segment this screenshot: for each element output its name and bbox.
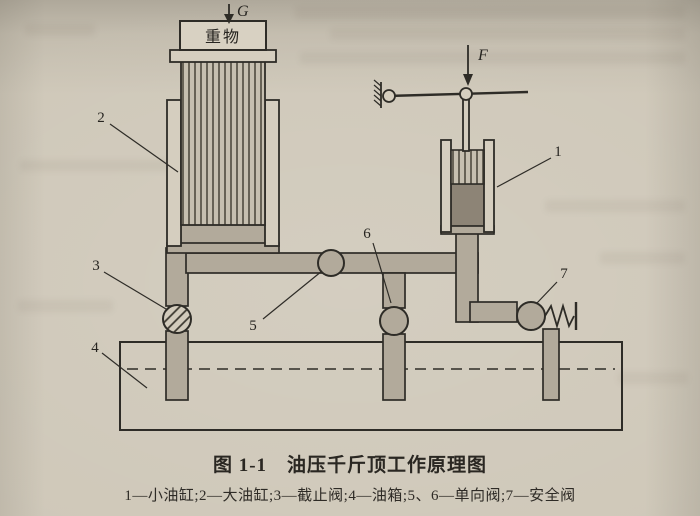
force-g-label: G bbox=[237, 3, 249, 20]
oil-tank bbox=[119, 341, 623, 431]
pivot-support-hatch bbox=[373, 79, 382, 107]
f-arrow-head bbox=[463, 74, 473, 86]
part-label-oil-tank: 4 bbox=[91, 340, 99, 356]
oil-tank-body bbox=[119, 341, 623, 431]
pipes bbox=[165, 231, 560, 401]
check-valve-6 bbox=[379, 306, 409, 336]
pipe-junction-down bbox=[382, 272, 406, 309]
g-arrow-head bbox=[224, 14, 234, 24]
weight-block-label: 重物 bbox=[205, 28, 241, 46]
part-label-large-cylinder: 2 bbox=[97, 110, 105, 126]
part-label-safety-valve: 7 bbox=[560, 266, 568, 282]
large-piston bbox=[180, 60, 266, 226]
spring-icon bbox=[544, 302, 575, 330]
safety-valve-body bbox=[516, 301, 546, 331]
small-piston bbox=[450, 149, 485, 185]
weight-block bbox=[179, 20, 267, 51]
stop-valve bbox=[162, 304, 192, 334]
part-label-small-cylinder: 1 bbox=[554, 144, 562, 160]
pipe-suction-to-tank bbox=[382, 333, 406, 401]
pipe-stop-valve-to-tank bbox=[165, 330, 189, 401]
large-cylinder-bottom bbox=[166, 242, 280, 254]
piston-rod bbox=[462, 98, 470, 152]
small-cylinder bbox=[440, 98, 495, 235]
figure-legend: 1—小油缸;2—大油缸;3—截止阀;4—油箱;5、6—单向阀;7—安全阀 bbox=[124, 488, 576, 504]
safety-valve bbox=[516, 301, 578, 331]
force-f-arrow: F bbox=[463, 45, 488, 86]
small-cylinder-oil-chamber bbox=[450, 183, 485, 227]
large-cylinder-wall-left bbox=[166, 99, 182, 247]
leader-lines bbox=[101, 123, 558, 389]
pipe-large-cylinder-down bbox=[165, 247, 189, 307]
figure-caption: 图 1-1 油压千斤顶工作原理图 bbox=[212, 455, 488, 476]
large-cylinder-wall-right bbox=[264, 99, 280, 247]
large-cylinder: 重物 bbox=[166, 20, 280, 254]
part-label-check-valve-6: 6 bbox=[363, 226, 371, 242]
lever-bar bbox=[386, 90, 529, 98]
pivot-pin bbox=[382, 89, 396, 103]
lever-rod-pin bbox=[459, 87, 473, 101]
check-valve-5 bbox=[317, 249, 345, 277]
large-cylinder-oil-chamber bbox=[180, 224, 266, 246]
part-label-check-valve-5: 5 bbox=[249, 318, 257, 334]
part-label-stop-valve: 3 bbox=[92, 258, 100, 274]
lever-assembly bbox=[373, 79, 529, 108]
small-cylinder-wall-left bbox=[440, 139, 452, 233]
pipe-safety-valve-return bbox=[542, 328, 560, 401]
force-f-label: F bbox=[477, 47, 488, 64]
force-g-arrow: G bbox=[224, 3, 249, 24]
hydraulic-jack-diagram: 重物 G bbox=[91, 3, 623, 431]
pipe-to-safety-valve bbox=[469, 301, 518, 323]
small-cylinder-wall-right bbox=[483, 139, 495, 233]
piston-flange bbox=[169, 49, 277, 63]
